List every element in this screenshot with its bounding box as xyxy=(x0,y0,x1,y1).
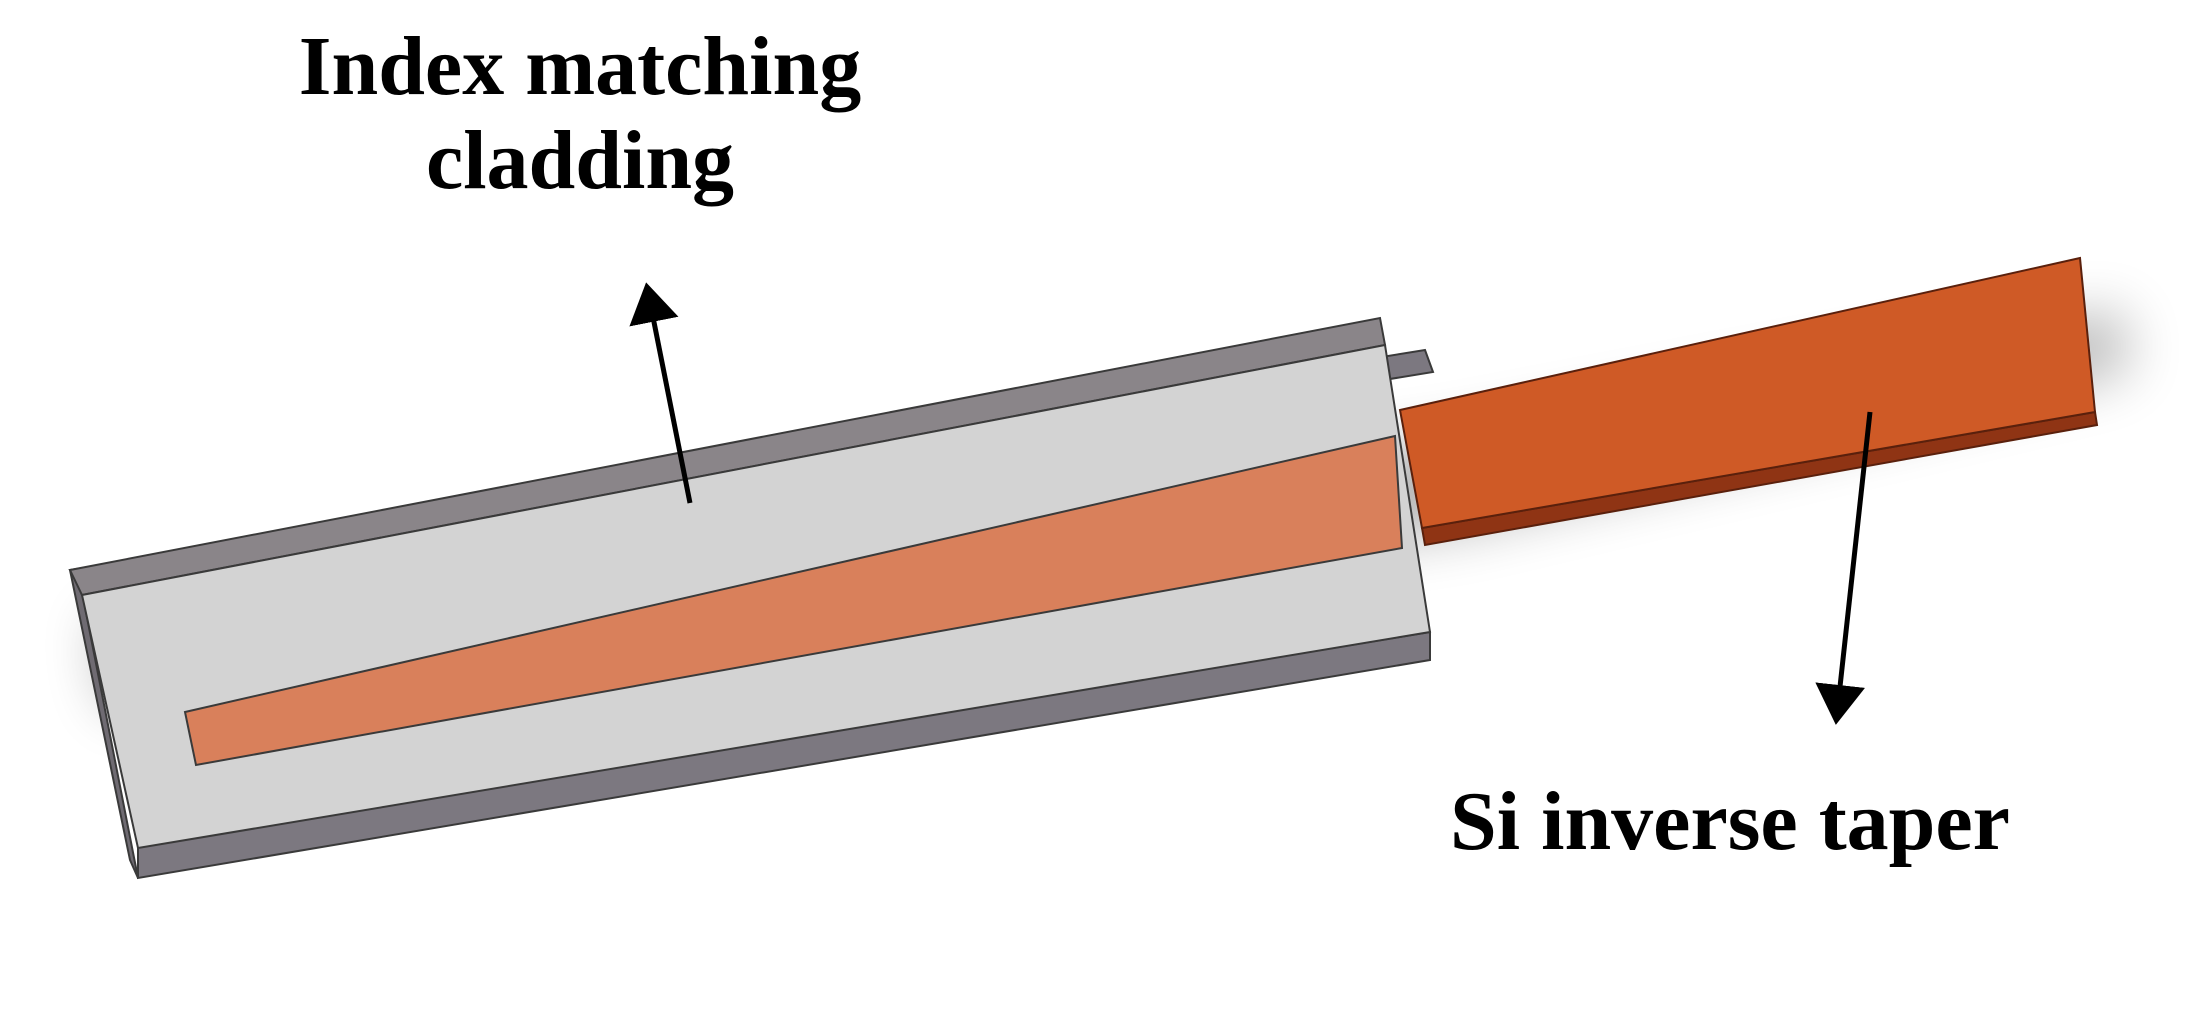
cladding-label-line1: Index matching xyxy=(298,20,862,113)
cladding-arrow xyxy=(629,282,693,504)
taper-label-line1: Si inverse taper xyxy=(1450,775,2010,868)
taper-embedded xyxy=(183,434,1404,767)
cladding-label: Index matching cladding xyxy=(250,20,910,208)
cladding-label-line2: cladding xyxy=(425,114,735,208)
taper-label: Si inverse taper xyxy=(1390,775,2070,869)
taper-exposed xyxy=(1398,256,2099,547)
taper-arrow xyxy=(1815,411,1873,725)
taper-exposed-top xyxy=(1398,256,2097,530)
